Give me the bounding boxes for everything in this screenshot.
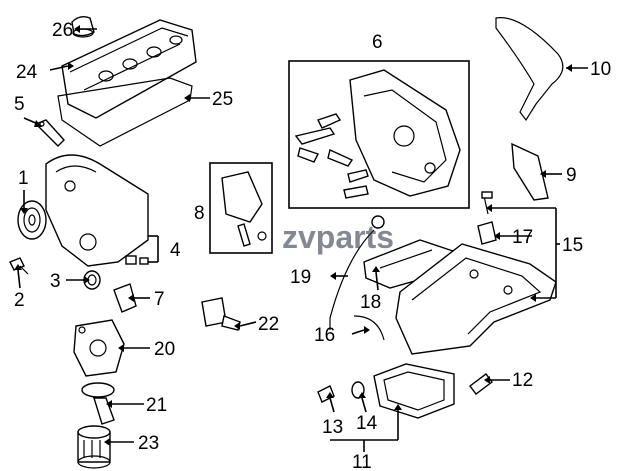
leader-lines [17,28,588,452]
part-bracket[interactable] [34,119,65,147]
part-vtc-group[interactable] [209,162,273,254]
part-oil-pump[interactable] [73,319,125,377]
callout-7: 7 [154,289,165,310]
part-small-bracket[interactable] [113,283,137,313]
callout-22: 22 [258,314,279,335]
callout-20: 20 [154,339,175,360]
callout-6: 6 [372,32,383,53]
watermark-text: zvparts [282,219,394,255]
callout-8: 8 [194,203,205,224]
part-sensor[interactable] [201,297,241,331]
callout-18: 18 [360,292,381,313]
callout-23: 23 [138,433,159,454]
callout-12: 12 [512,370,533,391]
part-upper-oil-pan[interactable] [395,191,557,355]
callout-17: 17 [512,227,533,248]
part-crank-pulley[interactable] [17,200,47,240]
callout-15: 15 [562,235,583,256]
callout-19: 19 [290,267,311,288]
part-valve-cover[interactable] [61,19,197,119]
part-front-cover[interactable] [45,154,149,267]
callout-4: 4 [170,240,181,261]
callout-5: 5 [14,94,25,115]
callout-24: 24 [16,62,38,83]
callout-25: 25 [212,89,233,110]
part-oil-filler-cap[interactable] [71,15,95,38]
callout-11: 11 [352,452,372,471]
callout-21: 21 [146,395,167,416]
callout-10: 10 [590,59,611,80]
part-oil-dipstick[interactable] [329,215,385,330]
part-timing-cover-group[interactable] [288,60,470,209]
arrowheads [14,25,572,446]
part-pulley-bolt[interactable] [9,257,29,275]
part-drain-plug[interactable] [317,385,335,403]
part-oil-strainer[interactable] [353,315,385,341]
callout-1: 1 [18,168,29,189]
callout-13: 13 [322,417,343,438]
part-filter-adaptor[interactable] [81,382,115,425]
callout-16: 16 [314,325,335,346]
callout-26: 26 [52,20,73,41]
part-timing-chain[interactable] [495,17,564,122]
callout-9: 9 [566,165,577,186]
part-chain-guide[interactable] [511,142,549,201]
part-lower-oil-pan[interactable] [373,363,455,419]
callout-14: 14 [356,413,378,434]
callout-3: 3 [50,271,61,292]
callout-2: 2 [14,290,25,311]
part-oil-filter[interactable] [77,425,111,469]
